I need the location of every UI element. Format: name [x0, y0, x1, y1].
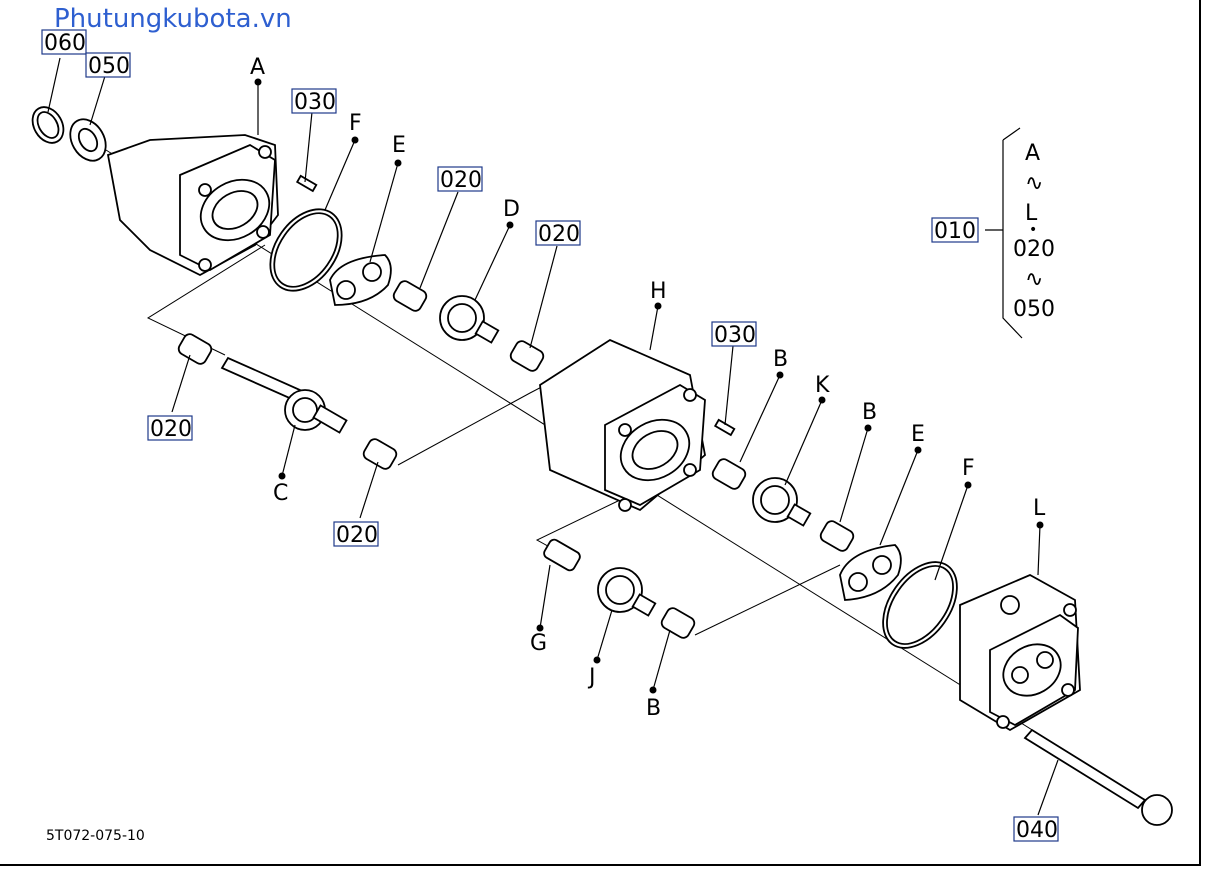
watermark: Phutungkubota.vn: [54, 4, 292, 34]
letter-j: J: [587, 665, 596, 690]
letter-l: L: [1033, 496, 1046, 521]
o-ring-part-2: [882, 561, 958, 649]
gasket-part-2: [839, 544, 902, 601]
gear-k-part: [752, 477, 812, 527]
letter-a: A: [250, 55, 265, 80]
letter-b-1: B: [773, 347, 788, 372]
label-060: 060: [44, 31, 86, 56]
legend-start: A: [1025, 141, 1040, 166]
bushing-part: [177, 280, 545, 470]
label-050: 050: [88, 54, 130, 79]
label-030: 030: [294, 90, 336, 115]
front-cover-part: [106, 134, 279, 277]
legend-tilde-1: ∿: [1025, 171, 1043, 196]
label-010: 010: [934, 219, 976, 244]
part-number-labels: 060 050 030 020 020 020 020 030 010 040: [41, 29, 1059, 843]
legend-dot: •: [1029, 222, 1037, 238]
label-020-c: 020: [150, 417, 192, 442]
label-030-b: 030: [714, 323, 756, 348]
label-020-a: 020: [440, 168, 482, 193]
letter-labels: A F E D H B K B E F L C G J B: [250, 55, 1046, 721]
legend-end-2: 050: [1013, 297, 1055, 322]
letter-h: H: [650, 279, 667, 304]
snap-ring-part: [31, 106, 65, 144]
letter-k: K: [815, 373, 830, 398]
letter-f-2: F: [962, 456, 975, 481]
label-040: 040: [1016, 818, 1058, 843]
letter-e-2: E: [911, 422, 925, 447]
dowel-pin-part: [295, 174, 318, 193]
letter-e: E: [392, 133, 406, 158]
drive-shaft-part: [220, 356, 348, 434]
letter-d: D: [503, 197, 520, 222]
legend-start-2: 020: [1013, 237, 1055, 262]
gear-j-part: [597, 567, 657, 617]
legend-tilde-2: ∿: [1025, 267, 1043, 292]
o-ring-part: [269, 208, 343, 292]
letter-b-2: B: [862, 400, 877, 425]
drawing-code: 5T072-075-10: [46, 828, 145, 844]
letter-c: C: [273, 481, 288, 506]
needle-bearing-part: [543, 538, 581, 572]
label-020-b: 020: [538, 222, 580, 247]
letter-f: F: [349, 111, 362, 136]
range-legend: A ∿ L • 020 ∿ 050: [1013, 141, 1055, 322]
letter-g: G: [530, 631, 547, 656]
letter-b-3: B: [646, 696, 661, 721]
rear-cover-part: [959, 573, 1081, 732]
bushing-b-part: [660, 458, 855, 639]
bolt-part: [1023, 728, 1173, 826]
driven-gear-part: [439, 295, 500, 344]
gasket-part: [329, 254, 392, 306]
dowel-pin-part-2: [713, 418, 736, 437]
pump-body-part: [539, 338, 706, 512]
legend-end: L: [1025, 201, 1038, 226]
leader-dots: [254, 78, 1044, 694]
oil-seal-part: [69, 118, 107, 162]
label-020-d: 020: [336, 523, 378, 548]
leader-lines: [47, 57, 1059, 816]
